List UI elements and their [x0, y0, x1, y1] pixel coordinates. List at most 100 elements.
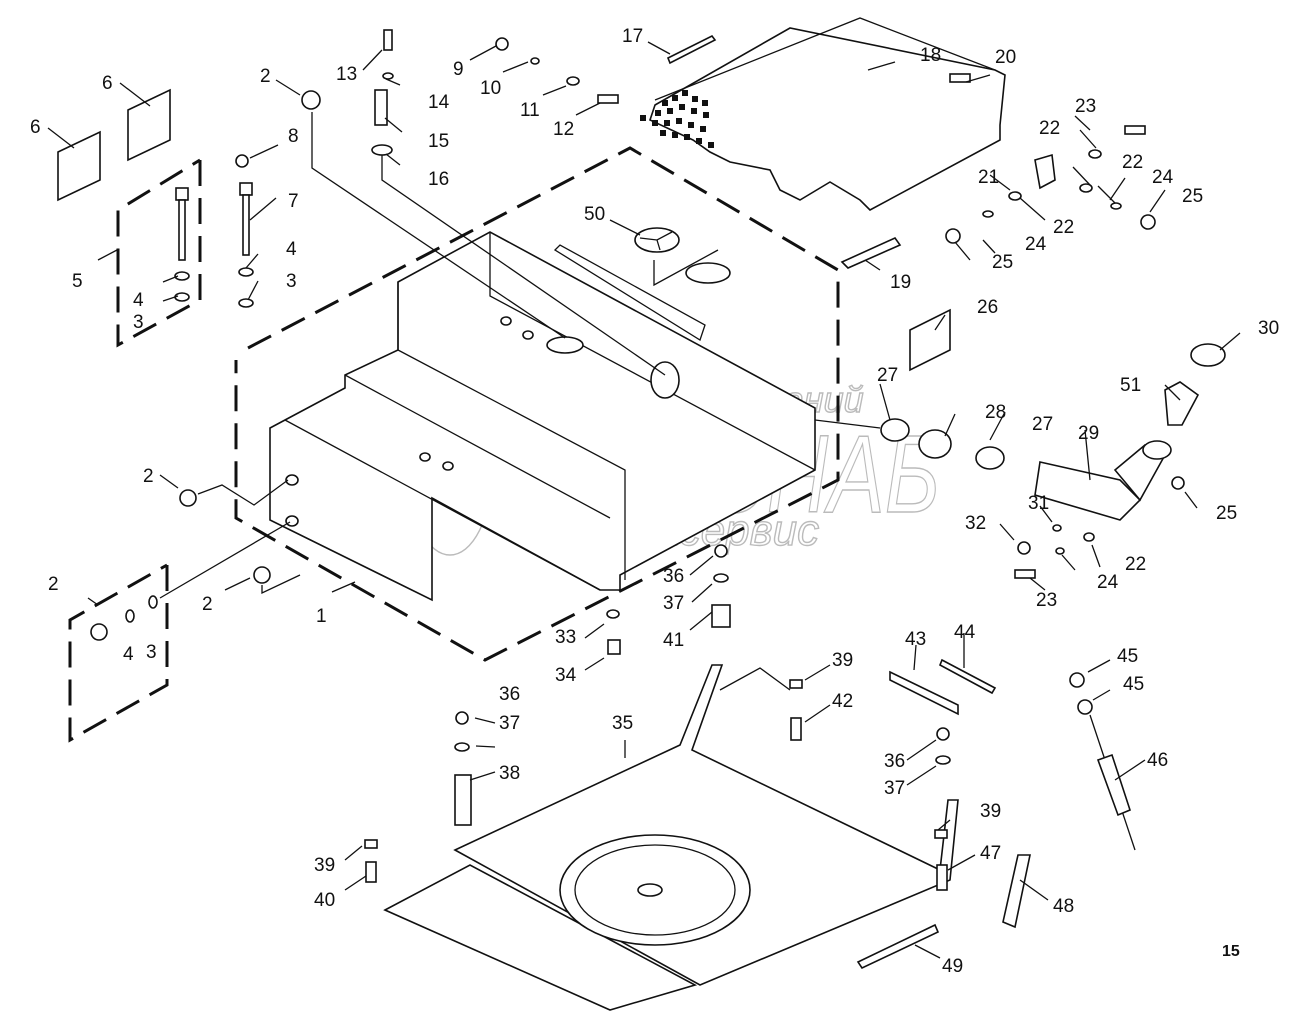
fuel-cap — [634, 227, 719, 287]
callout-39: 39 — [314, 855, 335, 876]
callout-28: 28 — [985, 402, 1006, 423]
callout-2: 2 — [260, 66, 271, 87]
drain-plug-assembly — [90, 479, 301, 641]
heat-shield-plate — [640, 17, 1006, 211]
callout-22: 22 — [1122, 152, 1143, 173]
perforation-grid — [640, 90, 714, 148]
callout-51: 51 — [1120, 375, 1141, 396]
callout-4: 4 — [133, 290, 144, 311]
callout-32: 32 — [965, 513, 986, 534]
callout-13: 13 — [336, 64, 357, 85]
callout-4: 4 — [286, 239, 297, 260]
callout-17: 17 — [622, 26, 643, 47]
callout-30: 30 — [1258, 318, 1279, 339]
filler-pipe-assembly — [880, 343, 1226, 579]
callout-42: 42 — [832, 691, 853, 712]
callout-39: 39 — [980, 801, 1001, 822]
callout-3: 3 — [133, 312, 144, 333]
callout-18: 18 — [920, 45, 941, 66]
callout-2: 2 — [143, 466, 154, 487]
callout-labels: 1 2 2 2 2 3 3 3 4 4 4 5 6 6 7 8 9 10 11 … — [30, 26, 1279, 977]
leader-lines — [47, 41, 1241, 959]
group-2-outline — [68, 563, 169, 743]
pad-6-right — [127, 88, 171, 162]
callout-6: 6 — [30, 117, 41, 138]
pad-26 — [909, 308, 951, 372]
callout-11: 11 — [520, 100, 540, 121]
callout-43: 43 — [905, 629, 926, 650]
callout-27: 27 — [1032, 414, 1053, 435]
callout-25: 25 — [992, 252, 1013, 273]
callout-31: 31 — [1028, 493, 1049, 514]
callout-12: 12 — [553, 119, 574, 140]
callout-1: 1 — [316, 606, 327, 627]
callout-22: 22 — [1039, 118, 1060, 139]
fastener-stack-20-25 — [945, 73, 1156, 244]
plug-2-top — [301, 90, 321, 110]
strip-44 — [938, 658, 997, 695]
fastener-stack-9-12 — [495, 37, 619, 104]
callout-23: 23 — [1036, 590, 1057, 611]
callout-36: 36 — [499, 684, 520, 705]
callout-23: 23 — [1075, 96, 1096, 117]
page-number: 15 — [1222, 943, 1240, 960]
callout-37: 37 — [884, 778, 905, 799]
callout-15: 15 — [428, 131, 449, 152]
callout-5: 5 — [72, 271, 83, 292]
callout-35: 35 — [612, 713, 633, 734]
callout-37: 37 — [663, 593, 684, 614]
callout-33: 33 — [555, 627, 576, 648]
callout-36: 36 — [663, 566, 684, 587]
filler-neck-hole — [685, 262, 731, 284]
tank-frame — [383, 664, 959, 1011]
callout-24: 24 — [1025, 234, 1047, 255]
seal-strip-17 — [666, 34, 717, 65]
callout-25: 25 — [1216, 503, 1237, 524]
drain-port-lower — [285, 515, 299, 527]
group-5-outline — [116, 158, 202, 348]
callout-8: 8 — [288, 126, 299, 147]
tank-nut-c — [419, 452, 431, 462]
strip-48 — [1002, 854, 1031, 929]
callout-2: 2 — [202, 594, 213, 615]
callout-45: 45 — [1117, 646, 1138, 667]
bolt-assembly-7 — [235, 154, 254, 308]
drain-port-upper — [285, 474, 299, 486]
callout-49: 49 — [942, 956, 963, 977]
callout-29: 29 — [1078, 423, 1099, 444]
fastener-stack-13-16 — [371, 29, 666, 376]
callout-24: 24 — [1097, 572, 1119, 593]
callout-25: 25 — [1182, 186, 1203, 207]
callout-4: 4 — [123, 644, 134, 665]
callout-37: 37 — [499, 713, 520, 734]
callout-22: 22 — [1053, 217, 1074, 238]
callout-38: 38 — [499, 763, 520, 784]
mount-hardware-left — [364, 711, 472, 883]
callout-2: 2 — [48, 574, 59, 595]
callout-16: 16 — [428, 169, 449, 190]
callout-3: 3 — [286, 271, 297, 292]
callout-47: 47 — [980, 843, 1001, 864]
tank-outlet-port — [650, 361, 680, 399]
callout-34: 34 — [555, 665, 577, 686]
callout-20: 20 — [995, 47, 1016, 68]
callout-21: 21 — [978, 167, 999, 188]
mount-hardware-right — [789, 679, 951, 891]
callout-6: 6 — [102, 73, 113, 94]
callout-39: 39 — [832, 650, 853, 671]
tank-nut-d — [442, 461, 454, 471]
callout-24: 24 — [1152, 167, 1174, 188]
callout-26: 26 — [977, 297, 998, 318]
callout-9: 9 — [453, 59, 464, 80]
strip-49 — [856, 923, 940, 970]
callout-22: 22 — [1125, 554, 1146, 575]
callout-3: 3 — [146, 642, 157, 663]
strip-43 — [889, 670, 959, 716]
bracket-21 — [1034, 153, 1056, 190]
callout-36: 36 — [884, 751, 905, 772]
callout-10: 10 — [480, 78, 501, 99]
callout-46: 46 — [1147, 750, 1168, 771]
callout-48: 48 — [1053, 896, 1074, 917]
tank-group-outline — [234, 146, 840, 662]
